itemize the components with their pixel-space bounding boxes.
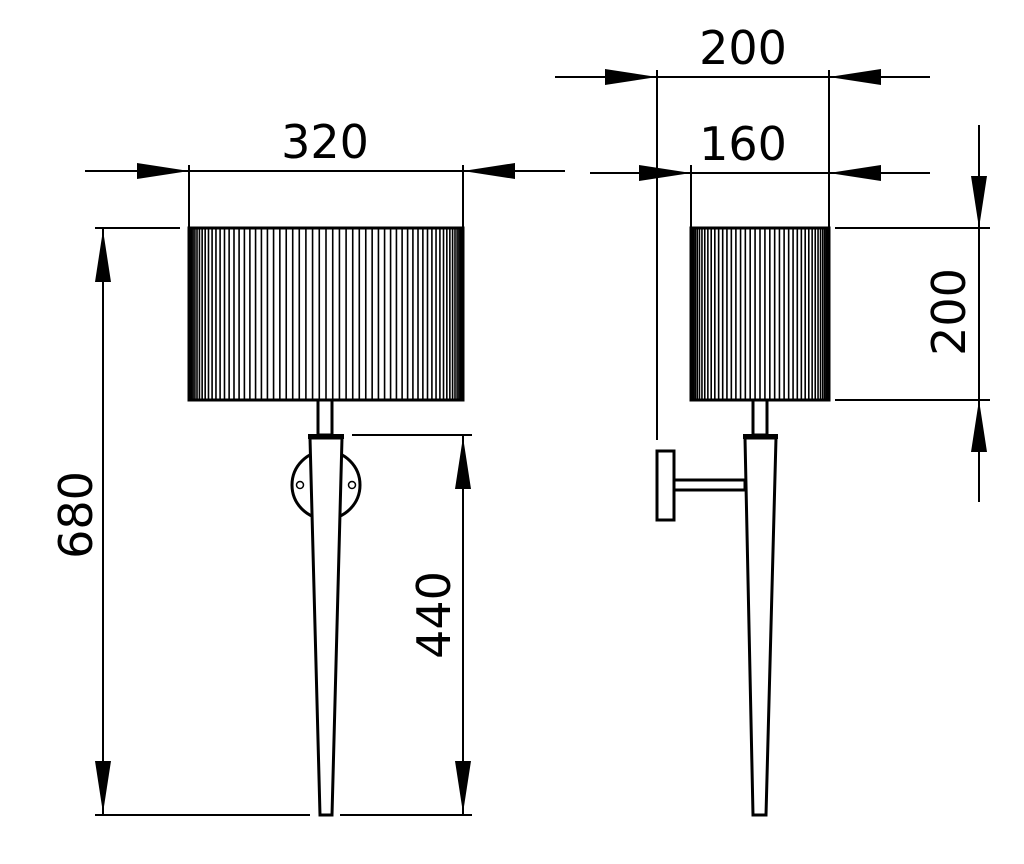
- side-view: 200 160 200: [555, 21, 990, 817]
- arrow-icon: [829, 165, 881, 181]
- arrow-icon: [95, 230, 111, 282]
- arrow-icon: [455, 437, 471, 489]
- arrow-icon: [971, 176, 987, 228]
- stem: [316, 398, 334, 437]
- arrow-icon: [639, 165, 691, 181]
- lamp-shade-front: [187, 226, 465, 402]
- body-cap: [743, 434, 778, 439]
- dimension-label: 200: [922, 268, 976, 356]
- arrow-icon: [829, 69, 881, 85]
- tapered-body: [743, 436, 778, 817]
- arrow-icon: [605, 69, 657, 85]
- dimension-label: 440: [407, 571, 461, 659]
- dimension-200-height: 200: [835, 125, 990, 502]
- dimension-label: 200: [699, 21, 787, 75]
- dimension-label: 680: [49, 471, 103, 559]
- dimension-160: 160: [590, 117, 930, 228]
- arrow-icon: [463, 163, 515, 179]
- arm: [672, 478, 747, 492]
- body-cap: [308, 434, 344, 439]
- arrow-icon: [95, 761, 111, 813]
- dimension-200-depth: 200: [555, 21, 930, 440]
- screw-hole: [347, 480, 357, 490]
- tapered-body: [308, 436, 344, 817]
- screw-hole: [295, 480, 305, 490]
- dimension-label: 160: [699, 117, 787, 171]
- front-view: 320 680 440: [49, 115, 565, 817]
- dimension-440: 440: [340, 434, 472, 816]
- dimension-680: 680: [49, 227, 310, 816]
- dimension-320: 320: [85, 115, 565, 228]
- dimension-label: 320: [281, 115, 369, 169]
- arrow-icon: [137, 163, 189, 179]
- arrow-icon: [455, 761, 471, 813]
- lamp-shade-side: [689, 226, 831, 402]
- wall-plate: [655, 449, 676, 522]
- stem: [751, 398, 769, 437]
- arrow-icon: [971, 400, 987, 452]
